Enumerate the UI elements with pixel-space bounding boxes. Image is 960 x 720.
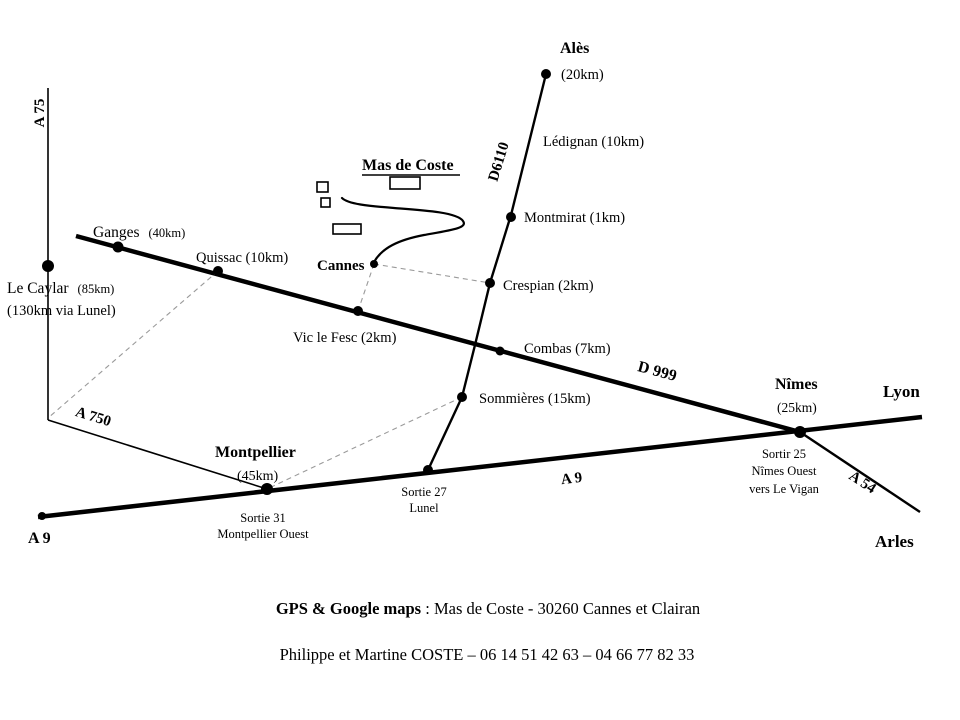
footer-gps-line: GPS & Google maps : Mas de Coste - 30260…	[276, 599, 700, 618]
dot-ales	[541, 69, 551, 79]
dot-vic-le-fesc	[353, 306, 363, 316]
road-d6110-line	[426, 73, 548, 471]
label-road-a9-mid: A 9	[560, 470, 583, 488]
label-road-a750: A 750	[73, 404, 112, 430]
dot-ganges	[112, 241, 124, 253]
label-vic-le-fesc: Vic le Fesc (2km)	[293, 330, 397, 346]
label-mas-de-coste: Mas de Coste	[362, 157, 454, 174]
dot-a9-west-end	[38, 512, 46, 520]
dot-nimes-exit	[794, 426, 806, 438]
label-le-caylar-distance: (85km)	[78, 282, 115, 296]
label-arles: Arles	[875, 532, 914, 551]
label-sortie25-line1: Sortir 25	[762, 447, 806, 461]
label-road-d6110: D6110	[486, 140, 513, 183]
lane-to-mas-de-coste	[340, 196, 466, 264]
dot-combas	[495, 346, 505, 356]
road-a750-line	[47, 419, 268, 490]
label-le-caylar-note: (130km via Lunel)	[7, 303, 116, 319]
label-lyon: Lyon	[883, 382, 920, 401]
label-ledignan: Lédignan (10km)	[543, 134, 644, 150]
label-sommieres: Sommières (15km)	[479, 391, 591, 407]
road-a54-line	[799, 431, 921, 513]
dashed-link-sommieres-montpellier	[266, 396, 463, 490]
dot-crespian	[485, 278, 495, 288]
dot-le-caylar	[42, 260, 54, 272]
label-sortie25-line2: Nîmes Ouest	[752, 464, 817, 478]
dot-lunel-exit	[423, 465, 433, 475]
building-small-2	[320, 197, 331, 208]
dot-cannes	[370, 260, 378, 268]
label-road-a75: A 75	[32, 99, 48, 128]
label-montmirat: Montmirat (1km)	[524, 210, 625, 226]
label-ales: Alès	[560, 40, 589, 57]
label-road-a54: A 54	[846, 468, 879, 497]
label-combas: Combas (7km)	[524, 341, 611, 357]
label-sortie31-line2: Montpellier Ouest	[217, 527, 309, 541]
label-quissac: Quissac (10km)	[196, 250, 288, 266]
label-le-caylar: Le Caylar (85km)	[7, 280, 114, 297]
building-small-1	[316, 181, 329, 193]
dot-sommieres	[457, 392, 467, 402]
dashed-link-quissac-a75	[47, 270, 219, 419]
label-crespian: Crespian (2km)	[503, 278, 594, 294]
road-a9-line	[37, 414, 923, 520]
label-ganges-distance: (40km)	[149, 226, 186, 240]
dot-montmirat	[506, 212, 516, 222]
label-cannes: Cannes	[317, 258, 365, 274]
building-main	[389, 176, 421, 190]
footer-gps-label: GPS & Google maps	[276, 599, 422, 618]
label-montpellier: Montpellier	[215, 444, 296, 461]
label-ales-distance: (20km)	[561, 67, 604, 83]
footer-gps-value: : Mas de Coste - 30260 Cannes et Clairan	[425, 599, 700, 618]
label-ganges: Ganges (40km)	[93, 224, 185, 241]
road-d999-line	[75, 233, 801, 435]
label-ganges-name: Ganges	[93, 224, 140, 241]
dot-quissac	[213, 266, 223, 276]
label-sortie31-line1: Sortie 31	[240, 511, 285, 525]
label-sortie27-line1: Sortie 27	[401, 485, 446, 499]
dashed-link-cannes-crespian	[373, 263, 491, 284]
dot-montpellier-exit	[261, 483, 273, 495]
label-road-d999: D 999	[636, 358, 679, 385]
footer-contact-line: Philippe et Martine COSTE – 06 14 51 42 …	[280, 645, 695, 664]
building-annex	[332, 223, 362, 235]
label-road-a9-west: A 9	[28, 530, 51, 547]
label-montpellier-distance: (45km)	[237, 469, 279, 484]
label-sortie27-line2: Lunel	[409, 501, 439, 515]
label-le-caylar-name: Le Caylar	[7, 280, 69, 297]
label-sortie25-line3: vers Le Vigan	[749, 482, 820, 496]
label-nimes: Nîmes	[775, 376, 818, 393]
label-nimes-distance: (25km)	[777, 400, 817, 415]
